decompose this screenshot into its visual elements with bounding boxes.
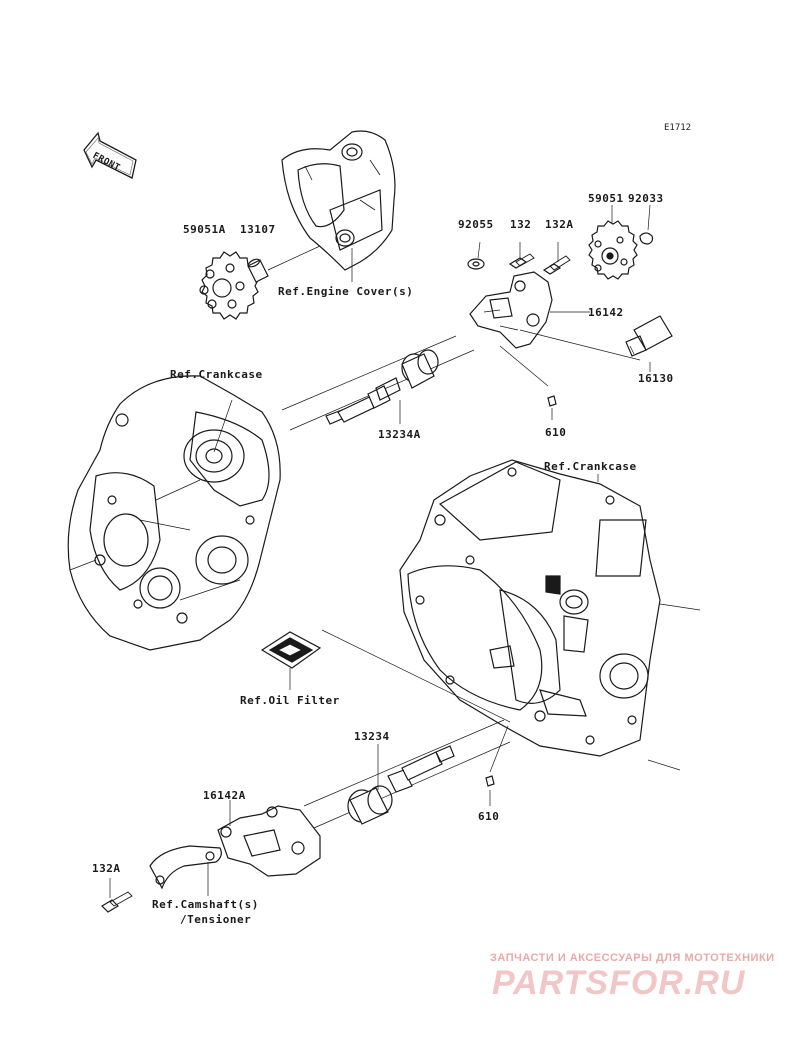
- label-132A-top: 132A: [545, 218, 574, 231]
- watermark-subtitle: ЗАПЧАСТИ И АКСЕССУАРЫ ДЛЯ МОТОТЕХНИКИ: [490, 952, 775, 964]
- label-132: 132: [510, 218, 532, 231]
- label-ref-oil-filter: Ref.Oil Filter: [240, 694, 340, 707]
- label-ref-engine-cover: Ref.Engine Cover(s): [278, 285, 414, 298]
- label-59051A: 59051A: [183, 223, 226, 236]
- label-16142: 16142: [588, 306, 624, 319]
- crankcase-right-drawing: [399, 459, 701, 771]
- shaft-13234A-drawing: [281, 335, 475, 431]
- label-tensioner: /Tensioner: [180, 913, 252, 926]
- pin-13107-drawing: [247, 245, 321, 283]
- label-132A-bottom: 132A: [92, 862, 121, 875]
- gear-59051A-drawing: [199, 251, 259, 320]
- label-92055: 92055: [458, 218, 494, 231]
- label-ref-crankcase-right: Ref.Crankcase: [544, 460, 637, 473]
- oil-pump-upper-drawing: [467, 220, 673, 407]
- pump-16142A-drawing: [101, 800, 321, 913]
- shaft-13234-drawing: [303, 719, 511, 829]
- engine-cover-drawing: [281, 130, 396, 271]
- label-16130: 16130: [638, 372, 674, 385]
- front-arrow-icon: [83, 131, 137, 179]
- label-610-bottom: 610: [478, 810, 500, 823]
- label-13107: 13107: [240, 223, 276, 236]
- label-ref-camshaft: Ref.Camshaft(s): [152, 898, 259, 911]
- label-13234A: 13234A: [378, 428, 421, 441]
- label-92033: 92033: [628, 192, 664, 205]
- label-59051: 59051: [588, 192, 624, 205]
- label-13234: 13234: [354, 730, 390, 743]
- label-610-top: 610: [545, 426, 567, 439]
- crankcase-left-drawing: [67, 375, 281, 651]
- label-ref-crankcase-left: Ref.Crankcase: [170, 368, 263, 381]
- leader-lines-upper: [351, 204, 651, 420]
- oil-filter-drawing: [260, 629, 511, 723]
- label-16142A: 16142A: [203, 789, 246, 802]
- diagram-code: E1712: [664, 123, 692, 133]
- watermark-brand: PARTSFOR.RU: [492, 964, 746, 1002]
